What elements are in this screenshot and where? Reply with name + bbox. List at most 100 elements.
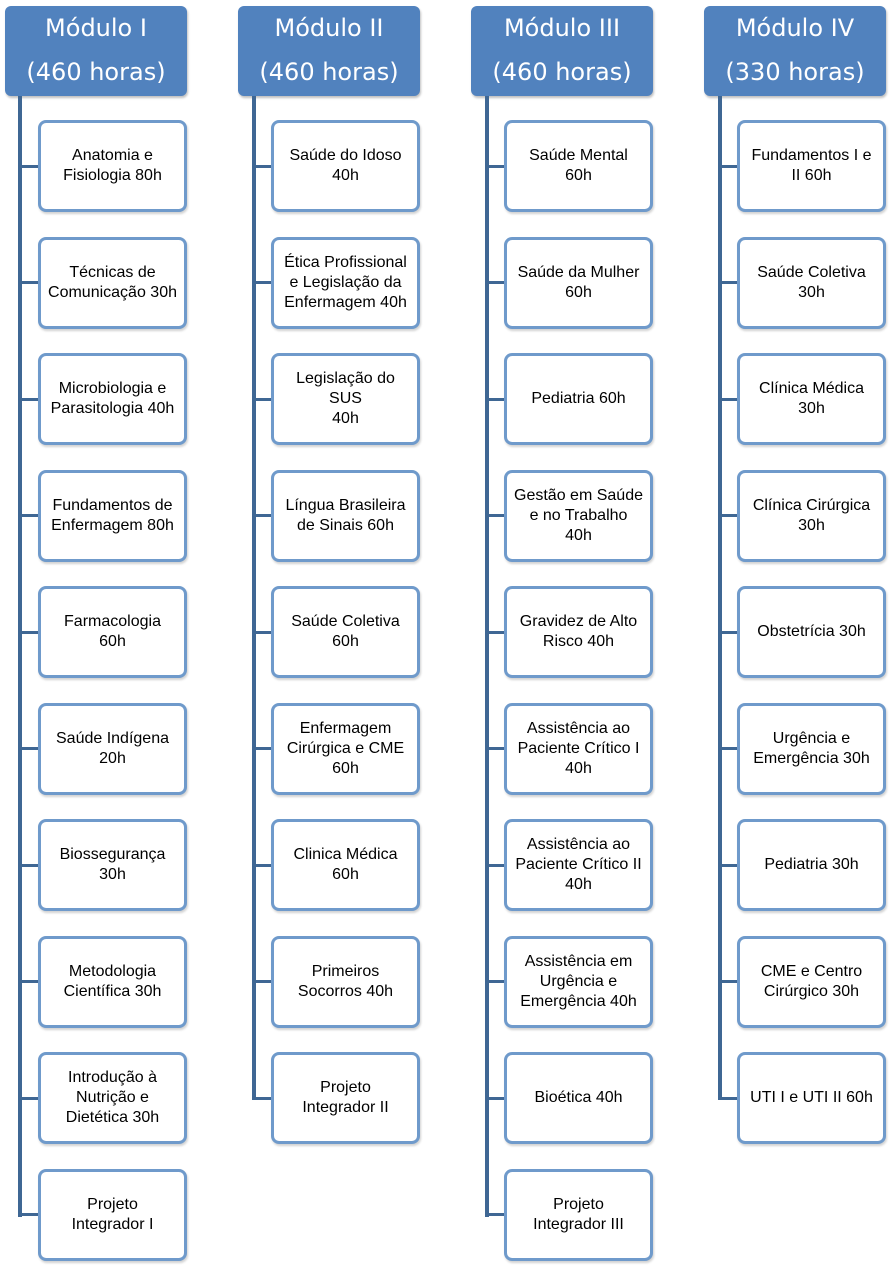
course-box: Projeto Integrador II (271, 1052, 420, 1144)
course-label: Clinica Médica 60h (293, 846, 398, 883)
course-label: Língua Brasileira de Sinais 60h (285, 496, 406, 534)
course-box: Saúde do Idoso 40h (271, 120, 420, 212)
course-box: Pediatria 30h (737, 819, 886, 911)
course-label: Metodologia Científica 30h (63, 962, 162, 1000)
course-box: Gravidez de Alto Risco 40h (504, 586, 653, 678)
course-box: Pediatria 60h (504, 353, 653, 445)
course-label: Farmacologia 60h (64, 613, 161, 650)
branch-connector (18, 863, 38, 867)
course-label: Obstetrícia 30h (757, 623, 866, 640)
course-label: Bioética 40h (534, 1089, 623, 1106)
course-box: UTI I e UTI II 60h (737, 1052, 886, 1144)
branch-connector (252, 630, 271, 634)
course-label: Pediatria 30h (764, 856, 859, 873)
module-title: Módulo IV (735, 14, 855, 42)
course-box: Projeto Integrador III (504, 1168, 653, 1261)
module-title: Módulo III (503, 14, 621, 42)
course-label: Fundamentos de Enfermagem 80h (51, 496, 174, 534)
module-connector-line (18, 96, 22, 1217)
course-box: CME e Centro Cirúrgico 30h (737, 935, 886, 1028)
course-label: Pediatria 60h (531, 390, 626, 407)
course-box: Saúde Coletiva 60h (271, 586, 420, 678)
branch-connector (485, 980, 504, 983)
course-label: Saúde Mental 60h (529, 147, 628, 184)
course-box: Microbiologia e Parasitologia 40h (38, 353, 187, 445)
branch-connector (718, 164, 737, 168)
course-box: Saúde da Mulher 60h (504, 236, 653, 329)
branch-connector (18, 747, 38, 750)
course-label: Ética Profissional e Legislação da Enfer… (284, 253, 407, 311)
module-title: Módulo I (45, 14, 147, 42)
course-box: Clínica Médica 30h (737, 353, 886, 445)
course-box: Farmacologia 60h (38, 586, 187, 678)
branch-connector (18, 164, 38, 168)
branch-connector (18, 980, 38, 983)
branch-connector (252, 980, 271, 983)
course-box: Bioética 40h (504, 1052, 653, 1144)
course-box: Fundamentos de Enfermagem 80h (38, 469, 187, 562)
branch-connector (718, 397, 737, 401)
branch-connector (485, 747, 504, 750)
course-label: Clínica Médica 30h (759, 380, 864, 417)
course-label: Urgência e Emergência 30h (753, 729, 870, 767)
course-label: Projeto Integrador III (533, 1195, 624, 1233)
branch-connector (18, 630, 38, 634)
branch-connector (485, 514, 504, 517)
course-box: Ética Profissional e Legislação da Enfer… (271, 236, 420, 329)
module-title: Módulo II (274, 14, 384, 42)
course-label: Saúde Coletiva 60h (291, 613, 400, 650)
course-label: Técnicas de Comunicação 30h (48, 263, 177, 301)
branch-connector (485, 863, 504, 867)
branch-connector (718, 747, 737, 750)
branch-connector (18, 1213, 38, 1216)
course-label: Saúde da Mulher 60h (517, 263, 640, 301)
course-label: Projeto Integrador I (71, 1195, 154, 1233)
branch-connector (252, 281, 271, 284)
course-box: Saúde Indígena 20h (38, 702, 187, 795)
branch-connector (18, 281, 38, 284)
branch-connector (252, 164, 271, 168)
module-hours: (460 horas) (26, 58, 166, 86)
branch-connector (718, 1096, 737, 1100)
course-label: Clínica Cirúrgica 30h (752, 496, 871, 534)
module-hours: (460 horas) (492, 58, 632, 86)
branch-connector (718, 630, 737, 634)
course-box: Enfermagem Cirúrgica e CME 60h (271, 702, 420, 795)
branch-connector (718, 281, 737, 284)
module-header: Módulo IV (330 horas) (704, 6, 886, 96)
course-box: Língua Brasileira de Sinais 60h (271, 469, 420, 562)
course-box: Assistência ao Paciente Crítico II 40h (504, 819, 653, 911)
branch-connector (252, 1096, 271, 1100)
course-label: Saúde do Idoso 40h (289, 147, 402, 184)
course-box: Saúde Coletiva 30h (737, 236, 886, 329)
branch-connector (252, 747, 271, 750)
course-label: Assistência ao Paciente Crítico II 40h (515, 836, 642, 893)
course-label: Saúde Indígena 20h (56, 729, 169, 767)
course-label: Biossegurança 30h (59, 846, 166, 883)
branch-connector (485, 630, 504, 634)
module-connector-line (252, 96, 256, 1100)
course-label: CME e Centro Cirúrgico 30h (760, 962, 863, 1000)
module-connector-line (718, 96, 722, 1100)
course-label: Enfermagem Cirúrgica e CME 60h (286, 719, 405, 777)
course-label: Projeto Integrador II (302, 1079, 389, 1116)
course-label: Gestão em Saúde e no Trabalho 40h (514, 486, 643, 544)
course-box: Primeiros Socorros 40h (271, 935, 420, 1028)
course-box: Clinica Médica 60h (271, 819, 420, 911)
course-box: Técnicas de Comunicação 30h (38, 236, 187, 329)
course-box: Clínica Cirúrgica 30h (737, 469, 886, 562)
branch-connector (718, 514, 737, 517)
course-box: Fundamentos I e II 60h (737, 120, 886, 212)
module-hours: (460 horas) (259, 58, 399, 86)
module-hours: (330 horas) (725, 58, 865, 86)
course-label: Assistência ao Paciente Crítico I 40h (517, 719, 640, 777)
course-box: Gestão em Saúde e no Trabalho 40h (504, 469, 653, 562)
branch-connector (252, 514, 271, 517)
course-label: Fundamentos I e II 60h (751, 147, 872, 184)
course-label: Saúde Coletiva 30h (757, 263, 866, 301)
course-label: Introdução à Nutrição e Dietética 30h (65, 1069, 160, 1126)
course-label: Gravidez de Alto Risco 40h (519, 613, 638, 650)
branch-connector (485, 1096, 504, 1100)
course-box: Assistência ao Paciente Crítico I 40h (504, 702, 653, 795)
